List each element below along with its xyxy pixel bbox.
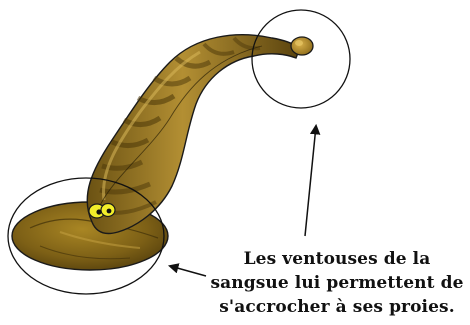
rear-sucker-highlight-circle	[252, 10, 350, 108]
rear-sucker	[291, 37, 313, 55]
arrow-to-front-sucker	[170, 266, 206, 276]
caption: Les ventouses de la sangsue lui permette…	[206, 247, 468, 319]
arrow-to-rear-sucker	[305, 126, 316, 236]
caption-line-2: sangsue lui permettent de	[206, 271, 468, 295]
caption-line-1: Les ventouses de la	[206, 247, 468, 271]
caption-line-3: s'accrocher à ses proies.	[206, 295, 468, 319]
leech-body	[87, 35, 300, 234]
leech-eyes	[89, 204, 115, 219]
